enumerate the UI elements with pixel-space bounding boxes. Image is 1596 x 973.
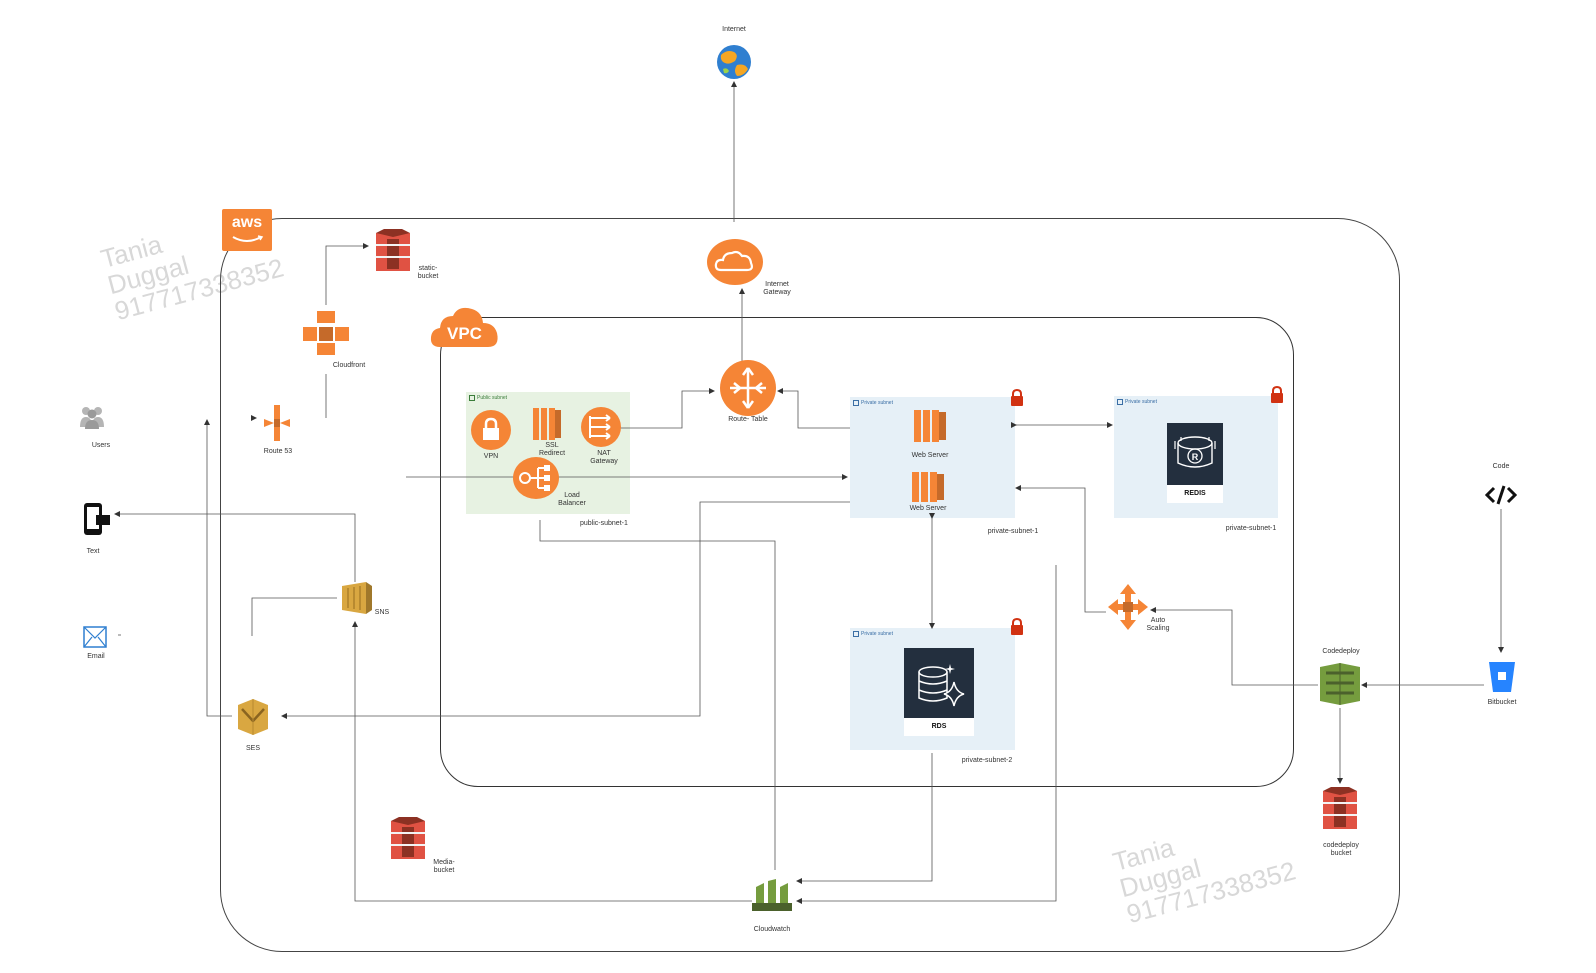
web-subnet-tag: Private subnet — [853, 400, 893, 406]
code-label: Code — [1492, 463, 1510, 470]
s3-static-bucket-icon — [376, 229, 410, 271]
codedeploy-to-autoscaling-line — [1150, 607, 1318, 686]
rds-card-label: RDS — [904, 718, 974, 736]
internet-gateway-label: Internet Gateway — [763, 281, 791, 296]
public-subnet-name: public-subnet-1 — [580, 520, 628, 527]
nat-gateway-label: NAT Gateway — [590, 450, 618, 465]
web-server-2-icon — [912, 472, 944, 502]
codedeploy-bucket-label: codedeploy bucket — [1323, 842, 1359, 857]
vpc-label: VPC — [447, 324, 482, 343]
load-balancer-icon — [513, 457, 559, 499]
ssl-redirect-icon — [533, 408, 561, 440]
autoscaling-to-web-line — [1015, 485, 1106, 613]
cloudfront-to-static-line — [325, 243, 369, 305]
route-table-label: Route- Table — [728, 416, 768, 423]
web-subnet-name: private-subnet-1 — [987, 528, 1039, 535]
aws-logo: aws — [222, 209, 272, 251]
cloudwatch-to-sns-line — [352, 621, 752, 902]
rds-subnet-tag-text: Private subnet — [861, 631, 893, 637]
route53-icon — [264, 405, 290, 441]
s3-media-bucket-icon — [391, 817, 425, 859]
code-icon — [1485, 485, 1517, 505]
route53-label: Route 53 — [263, 448, 293, 455]
vpc-cloud-icon — [430, 307, 498, 347]
s3-codedeploy-bucket-icon — [1323, 787, 1357, 829]
sns-label: SNS — [374, 609, 390, 616]
aws-cloud-boundary — [220, 218, 1400, 952]
redis-card: R REDIS — [1167, 423, 1223, 503]
cloudfront-icon — [303, 311, 349, 355]
load-balancer-label: Load Balancer — [558, 492, 586, 507]
lb-to-cloudwatch-line — [539, 520, 776, 870]
rds-icon — [918, 664, 965, 707]
auto-scaling-icon — [1108, 584, 1148, 630]
ssl-redirect-label: SSL Redirect — [538, 442, 566, 457]
codedeploy-icon — [1320, 663, 1360, 705]
cloudwatch-label: Cloudwatch — [753, 926, 791, 933]
vpn-icon — [471, 410, 511, 450]
ses-label: SES — [245, 745, 260, 752]
public-subnet-tag: Public subnet — [469, 395, 507, 401]
subnet-icon — [853, 631, 859, 637]
subnet-icon — [469, 395, 475, 401]
public-subnet-tag-text: Public subnet — [477, 395, 508, 401]
vpc-to-cloudwatch-line — [796, 565, 1057, 904]
ses-icon — [238, 699, 268, 735]
lock-icon-web — [1011, 389, 1023, 406]
ses-to-sns-line — [251, 597, 337, 636]
auto-scaling-label: Auto Scaling — [1146, 617, 1170, 632]
route-table-icon — [720, 360, 776, 416]
sns-to-text-line — [114, 511, 356, 582]
lock-icon-rds — [1011, 618, 1023, 635]
ses-to-users-line — [204, 419, 232, 717]
codedeploy-label: Codedeploy — [1322, 648, 1360, 655]
aws-logo-text: aws — [231, 214, 263, 231]
redis-card-label: REDIS — [1167, 485, 1223, 503]
internet-label: Internet — [722, 26, 746, 33]
web-server-2-label: Web Server — [909, 505, 947, 512]
rds-card: RDS — [904, 648, 974, 736]
email-icon — [83, 626, 107, 648]
web-to-ses-line — [281, 501, 850, 719]
redis-icon: R — [1174, 436, 1216, 468]
rds-subnet-name: private-subnet-2 — [961, 757, 1013, 764]
text-label: Text — [86, 548, 100, 555]
mobile-text-icon — [84, 503, 110, 535]
internet-gateway-icon — [707, 239, 763, 285]
rds-to-cloudwatch-line — [796, 753, 933, 884]
globe-icon — [717, 45, 751, 79]
media-bucket-label: Media- bucket — [433, 859, 455, 874]
vpn-label: VPN — [483, 453, 499, 460]
redis-subnet-name: private-subnet-1 — [1225, 525, 1277, 532]
cloudfront-label: Cloudfront — [332, 362, 366, 369]
users-icon — [80, 407, 104, 429]
web-server-1-icon — [914, 410, 946, 442]
svg-text:R: R — [1192, 452, 1199, 462]
subnet-icon — [1117, 399, 1123, 405]
static-bucket-label: static- bucket — [417, 265, 439, 280]
lock-icon-redis — [1271, 386, 1283, 403]
web-subnet-tag-text: Private subnet — [861, 400, 893, 406]
cloudwatch-icon — [752, 879, 792, 911]
redis-subnet-tag: Private subnet — [1117, 399, 1157, 405]
sns-icon — [342, 582, 372, 614]
subnet-icon — [853, 400, 859, 406]
rds-subnet-tag: Private subnet — [853, 631, 893, 637]
aws-smile-icon — [232, 235, 264, 242]
redis-subnet-tag-text: Private subnet — [1125, 399, 1157, 405]
bitbucket-label: Bitbucket — [1487, 699, 1517, 706]
web-server-1-label: Web Server — [911, 452, 949, 459]
vpc-boundary — [440, 317, 1294, 787]
web-to-route-table-line — [777, 388, 850, 429]
nat-gateway-icon — [581, 407, 621, 447]
bitbucket-icon — [1489, 662, 1515, 692]
users-label: Users — [91, 442, 111, 449]
nat-to-route-table-line — [620, 388, 715, 429]
email-label: Email — [87, 653, 105, 660]
